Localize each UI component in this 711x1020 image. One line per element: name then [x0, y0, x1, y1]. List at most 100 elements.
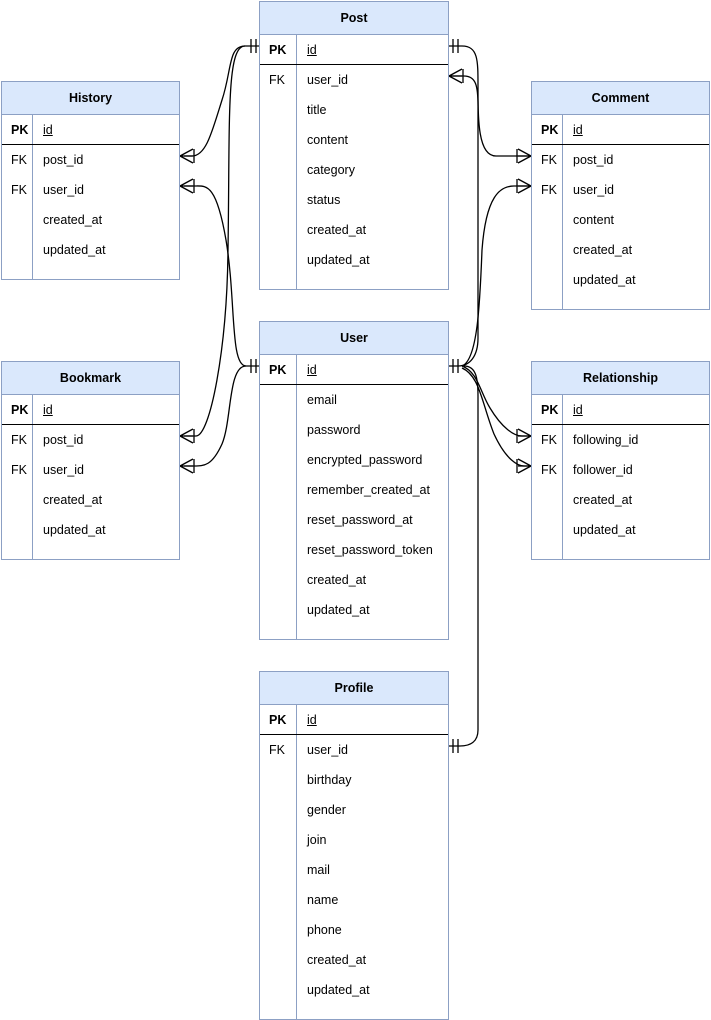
- column-name-text: updated_at: [307, 253, 370, 267]
- entity-title-profile: Profile: [260, 672, 448, 705]
- column-row[interactable]: updated_at: [532, 515, 709, 545]
- column-row[interactable]: mail: [260, 855, 448, 885]
- column-name-text: user_id: [43, 183, 84, 197]
- column-row[interactable]: status: [260, 185, 448, 215]
- column-row[interactable]: created_at: [532, 235, 709, 265]
- column-row[interactable]: content: [260, 125, 448, 155]
- column-row[interactable]: created_at: [2, 205, 179, 235]
- column-name-text: id: [573, 122, 583, 137]
- entity-bottom-padding: [532, 545, 709, 559]
- column-row[interactable]: PK id: [260, 355, 448, 385]
- column-name-relationship-updated_at: updated_at: [562, 515, 709, 545]
- column-name-text: birthday: [307, 773, 352, 787]
- column-row[interactable]: updated_at: [532, 265, 709, 295]
- column-row[interactable]: created_at: [260, 945, 448, 975]
- edge-user-relationship-follower: [461, 367, 528, 467]
- column-name-comment-id: id: [562, 115, 709, 144]
- column-name-relationship-following_id: following_id: [562, 425, 709, 455]
- column-row[interactable]: reset_password_token: [260, 535, 448, 565]
- column-key-relationship-id: PK: [541, 402, 559, 417]
- entity-title-comment: Comment: [532, 82, 709, 115]
- column-name-post-title: title: [296, 95, 448, 125]
- column-row[interactable]: title: [260, 95, 448, 125]
- entity-bottom-padding: [2, 265, 179, 279]
- column-name-text: created_at: [307, 953, 367, 967]
- column-name-text: phone: [307, 923, 342, 937]
- column-row[interactable]: updated_at: [260, 595, 448, 625]
- column-row[interactable]: updated_at: [260, 975, 448, 1005]
- column-name-post-content: content: [296, 125, 448, 155]
- column-name-text: gender: [307, 803, 346, 817]
- column-row[interactable]: updated_at: [2, 515, 179, 545]
- edge-post-bookmark: [184, 45, 246, 437]
- column-row[interactable]: reset_password_at: [260, 505, 448, 535]
- edge-user-profile: [449, 365, 479, 747]
- column-key-user-id: PK: [269, 362, 287, 377]
- column-key-post-id: PK: [269, 42, 287, 57]
- column-key-bookmark-id: PK: [11, 402, 29, 417]
- column-name-text: id: [573, 402, 583, 417]
- column-row[interactable]: PK id: [532, 395, 709, 425]
- column-name-relationship-id: id: [562, 395, 709, 424]
- column-row[interactable]: email: [260, 385, 448, 415]
- pad-name: [32, 545, 179, 559]
- pad-name: [562, 295, 709, 309]
- column-row[interactable]: updated_at: [260, 245, 448, 275]
- column-name-user-updated_at: updated_at: [296, 595, 448, 625]
- column-key-bookmark-post_id: FK: [11, 433, 27, 447]
- marker-one-post-id-left: [250, 39, 257, 53]
- column-name-text: created_at: [573, 493, 633, 507]
- column-name-text: email: [307, 393, 337, 407]
- column-row[interactable]: created_at: [532, 485, 709, 515]
- column-row[interactable]: password: [260, 415, 448, 445]
- column-row[interactable]: created_at: [260, 215, 448, 245]
- column-name-text: id: [307, 362, 317, 377]
- column-row[interactable]: content: [532, 205, 709, 235]
- pad-name: [296, 625, 448, 639]
- column-row[interactable]: FK following_id: [532, 425, 709, 455]
- column-row[interactable]: birthday: [260, 765, 448, 795]
- column-row[interactable]: join: [260, 825, 448, 855]
- column-name-text: name: [307, 893, 339, 907]
- column-row[interactable]: created_at: [2, 485, 179, 515]
- column-row[interactable]: created_at: [260, 565, 448, 595]
- column-key-relationship-following_id: FK: [541, 433, 557, 447]
- column-name-text: id: [43, 122, 53, 137]
- column-name-user-email: email: [296, 385, 448, 415]
- column-row[interactable]: encrypted_password: [260, 445, 448, 475]
- column-row[interactable]: name: [260, 885, 448, 915]
- entity-bottom-padding: [260, 275, 448, 289]
- column-name-relationship-created_at: created_at: [562, 485, 709, 515]
- marker-many-relationship-follower: [516, 458, 532, 474]
- column-name-comment-created_at: created_at: [562, 235, 709, 265]
- column-row[interactable]: phone: [260, 915, 448, 945]
- column-name-comment-updated_at: updated_at: [562, 265, 709, 295]
- column-row[interactable]: gender: [260, 795, 448, 825]
- column-row[interactable]: category: [260, 155, 448, 185]
- column-row[interactable]: updated_at: [2, 235, 179, 265]
- column-row[interactable]: remember_created_at: [260, 475, 448, 505]
